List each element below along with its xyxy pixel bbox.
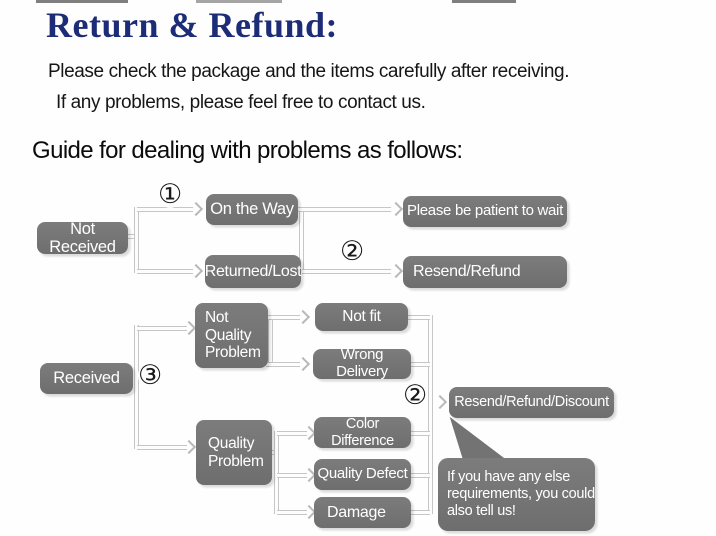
connector-line <box>277 510 307 515</box>
connector-line <box>277 473 307 478</box>
intro-line-2: If any problems, please feel free to con… <box>56 92 426 113</box>
connector-line <box>274 431 279 514</box>
node-be-patient: Please be patient to wait <box>403 196 567 227</box>
step-3-badge: ③ <box>138 360 163 391</box>
step-1-badge: ① <box>158 179 183 210</box>
connector-line <box>410 510 430 515</box>
node-color-difference: Color Difference <box>314 416 411 449</box>
node-wrong-delivery: Wrong Delivery <box>313 346 411 380</box>
guide-heading: Guide for dealing with problems as follo… <box>32 137 463 164</box>
arrowhead-icon <box>295 356 311 372</box>
connector-line <box>268 315 273 366</box>
node-returned-lost: Returned/Lost <box>205 255 302 288</box>
intro-line-1: Please check the package and the items c… <box>48 61 570 82</box>
node-resend-refund-discount: Resend/Refund/Discount <box>449 387 614 418</box>
node-quality-defect: Quality Defect <box>314 459 411 490</box>
connector-line <box>410 431 430 436</box>
arrowhead-icon <box>388 263 404 279</box>
step-2-badge: ② <box>340 236 365 267</box>
node-received: Received <box>40 363 133 394</box>
connector-line <box>407 315 430 320</box>
node-not-quality-problem: Not Quality Problem <box>195 303 268 368</box>
connector-line <box>134 207 139 273</box>
connector-line <box>137 445 187 450</box>
connector-line <box>410 473 430 478</box>
crop-artifact <box>196 0 282 3</box>
connector-line <box>297 207 391 212</box>
arrowhead-icon <box>188 201 204 217</box>
arrowhead-icon <box>388 201 404 217</box>
connector-line <box>126 234 138 239</box>
arrowhead-icon <box>181 439 197 455</box>
connector-line <box>266 315 300 320</box>
speech-bubble-tail <box>449 416 508 461</box>
node-damage: Damage <box>314 497 411 528</box>
connector-line <box>299 207 304 273</box>
node-resend-refund: Resend/Refund <box>403 256 567 288</box>
speech-bubble-note: If you have any else requirements, you c… <box>438 458 595 531</box>
node-not-fit: Not fit <box>315 303 408 331</box>
connector-line <box>410 362 430 367</box>
arrowhead-icon <box>181 320 197 336</box>
page-title: Return & Refund: <box>46 5 338 45</box>
connector-line <box>137 326 187 331</box>
node-not-received: Not Received <box>37 220 128 256</box>
connector-line <box>428 315 433 514</box>
node-quality-problem: Quality Problem <box>196 420 272 485</box>
step-2-badge: ② <box>403 380 428 411</box>
arrowhead-icon <box>295 309 311 325</box>
connector-line <box>137 269 193 274</box>
connector-line <box>266 362 300 367</box>
arrowhead-icon <box>188 263 204 279</box>
crop-artifact <box>452 0 516 3</box>
crop-artifact <box>36 0 128 3</box>
connector-line <box>277 431 307 436</box>
arrowhead-icon <box>432 394 448 410</box>
connector-line <box>302 269 391 274</box>
node-on-the-way: On the Way <box>206 194 298 225</box>
